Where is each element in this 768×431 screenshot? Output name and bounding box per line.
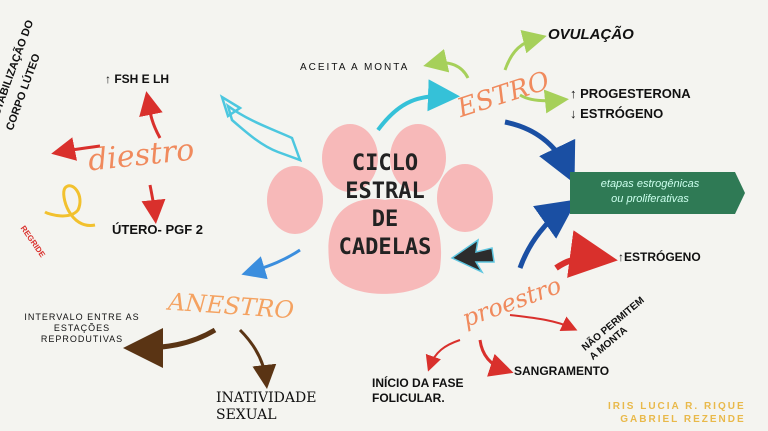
label-inicio-line2: FOLICULAR. bbox=[372, 391, 464, 406]
label-inatividade-line1: INATIVIDADE bbox=[216, 390, 316, 407]
banner-line1: etapas estrogênicas bbox=[570, 177, 730, 192]
label-ovulacao: OVULAÇÃO bbox=[548, 26, 634, 43]
label-intervalo-line2: ESTAÇÕES bbox=[12, 323, 152, 334]
arrow-diestro-utero bbox=[150, 185, 155, 215]
label-inatividade: INATIVIDADE SEXUAL bbox=[216, 390, 316, 424]
label-intervalo-line3: REPRODUTIVAS bbox=[12, 334, 152, 345]
arrow-proestro-estrogeno bbox=[556, 257, 600, 268]
label-intervalo-line1: INTERVALO ENTRE AS bbox=[12, 312, 152, 323]
label-inicio-line1: INÍCIO DA FASE bbox=[372, 376, 464, 391]
label-sangramento: SANGRAMENTO bbox=[514, 364, 609, 378]
label-estrogeno-down: ↓ ESTRÓGENO bbox=[570, 104, 691, 124]
author-1: IRIS LUCIA R. RIQUE bbox=[608, 400, 746, 413]
banner-text: etapas estrogênicas ou proliferativas bbox=[570, 177, 730, 207]
label-intervalo: INTERVALO ENTRE AS ESTAÇÕES REPRODUTIVAS bbox=[12, 312, 152, 345]
label-hormonios-estro: ↑ PROGESTERONA ↓ ESTRÓGENO bbox=[570, 84, 691, 124]
arrow-estro-banner bbox=[505, 122, 568, 170]
arrow-diestro-fsh bbox=[148, 100, 160, 138]
label-inicio-folicular: INÍCIO DA FASE FOLICULAR. bbox=[372, 376, 464, 406]
label-fsh-lh: ↑ FSH E LH bbox=[105, 72, 169, 86]
arrow-estro-aceita bbox=[432, 63, 468, 78]
label-inatividade-line2: SEXUAL bbox=[216, 407, 316, 424]
author-2: GABRIEL REZENDE bbox=[608, 413, 746, 426]
arrow-center-proestro bbox=[452, 240, 494, 272]
label-estrogeno-up: ↑ESTRÓGENO bbox=[618, 250, 701, 264]
arrow-center-anestro bbox=[250, 250, 300, 272]
arrow-proestro-inicio bbox=[430, 340, 460, 366]
authors: IRIS LUCIA R. RIQUE GABRIEL REZENDE bbox=[608, 400, 746, 426]
label-utero: ÚTERO- PGF 2 bbox=[112, 222, 203, 237]
center-title-line4: CADELAS bbox=[320, 234, 450, 262]
arrow-diestro-to-center bbox=[222, 97, 300, 160]
banner-etapas: etapas estrogênicas ou proliferativas bbox=[570, 172, 740, 214]
banner-line2: ou proliferativas bbox=[570, 192, 730, 207]
center-title: CICLO ESTRAL DE CADELAS bbox=[320, 150, 450, 262]
arrow-estro-ovulacao bbox=[505, 38, 538, 70]
loop-regride bbox=[45, 186, 95, 226]
center-title-line2: ESTRAL bbox=[320, 178, 450, 206]
arrow-proestro-banner bbox=[520, 208, 565, 268]
label-progesterona: ↑ PROGESTERONA bbox=[570, 84, 691, 104]
center-title-line1: CICLO bbox=[320, 150, 450, 178]
arrow-proestro-sangramento bbox=[480, 340, 505, 370]
arrow-anestro-inatividade bbox=[240, 330, 266, 380]
arrow-proestro-nao-permitem bbox=[510, 315, 572, 328]
paw-toe-left bbox=[267, 166, 323, 234]
label-aceita-monta: ACEITA A MONTA bbox=[300, 62, 409, 73]
center-title-line3: DE bbox=[320, 206, 450, 234]
